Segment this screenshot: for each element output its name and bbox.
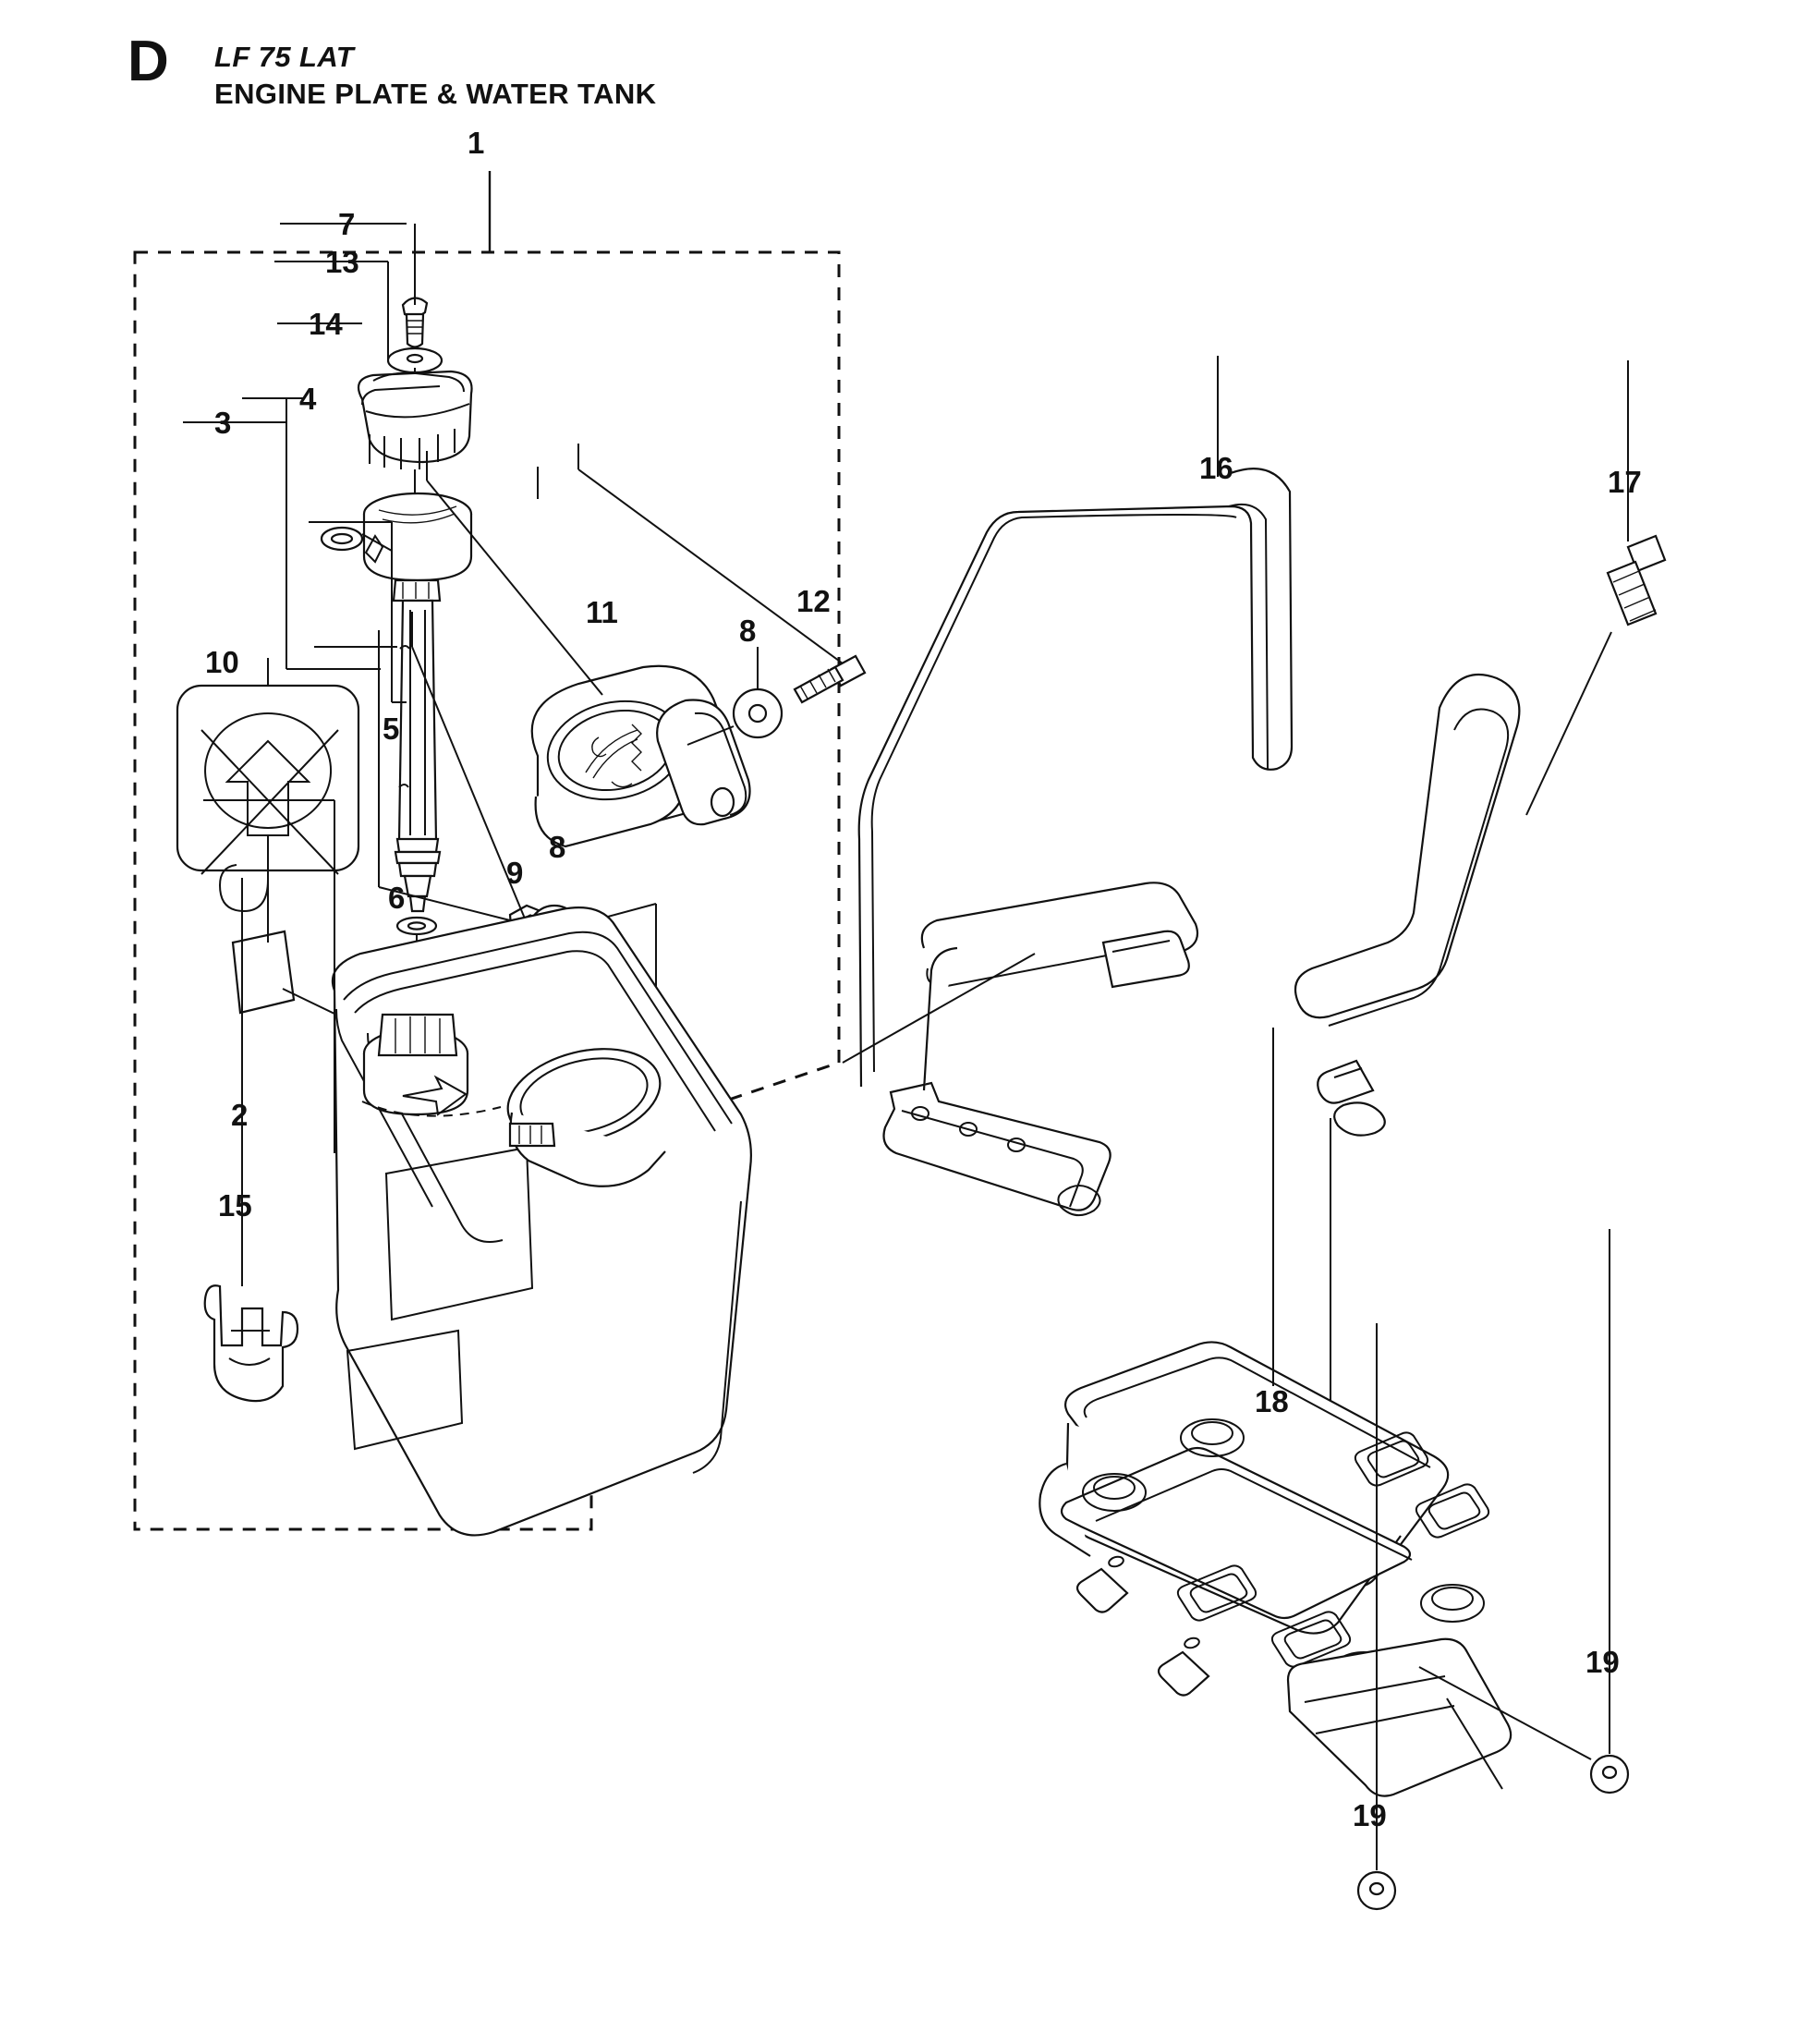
callout-13: 13 xyxy=(325,245,359,279)
washer-19-right-graphic xyxy=(1418,1229,1630,1795)
screw-7-graphic xyxy=(280,223,429,348)
callout-18: 18 xyxy=(1255,1384,1289,1418)
group-boundary-1 xyxy=(133,250,841,1531)
handle-frame-16-graphic xyxy=(842,356,1294,1217)
water-tank-2-graphic xyxy=(203,799,752,1537)
tube-lower-fitting-graphic xyxy=(394,837,442,913)
water-tank-cap-11-graphic xyxy=(426,451,751,848)
screw-12-graphic xyxy=(577,444,867,704)
callout-4: 4 xyxy=(299,382,317,416)
callout-14: 14 xyxy=(309,307,343,341)
tank-cap-knob-14-graphic xyxy=(277,322,473,499)
seal-ring-6-graphic xyxy=(314,646,438,998)
callout-1: 1 xyxy=(468,126,485,160)
callout-11: 11 xyxy=(586,595,618,629)
callout-7: 7 xyxy=(338,207,356,241)
callout-2: 2 xyxy=(231,1098,249,1132)
callout-19-bottom: 19 xyxy=(1353,1798,1387,1832)
callout-19-right: 19 xyxy=(1585,1645,1620,1679)
callout-6: 6 xyxy=(388,881,406,915)
callout-8-upper: 8 xyxy=(739,614,757,648)
callout-17: 17 xyxy=(1608,465,1642,499)
callout-15: 15 xyxy=(218,1188,252,1223)
washer-13-graphic xyxy=(274,261,443,388)
section-letter: D xyxy=(128,30,169,93)
callout-9: 9 xyxy=(506,856,524,890)
callout-10: 10 xyxy=(205,645,239,679)
engine-plate-18-graphic xyxy=(1039,1028,1513,1797)
bolt-17-graphic xyxy=(1525,360,1667,816)
callout-8-lower: 8 xyxy=(549,830,566,864)
washer-8-upper-graphic xyxy=(537,467,784,746)
callout-12: 12 xyxy=(796,584,831,618)
brand-logo-decal-15-graphic xyxy=(203,878,299,1403)
level-gauge-head-graphic xyxy=(362,492,473,602)
callout-5: 5 xyxy=(383,712,400,746)
callout-16: 16 xyxy=(1199,451,1233,485)
callout-3: 3 xyxy=(214,406,232,440)
o-ring-4-graphic xyxy=(242,397,393,552)
page-title: ENGINE PLATE & WATER TANK xyxy=(214,78,657,110)
warning-decal-10-graphic xyxy=(176,658,437,1064)
washer-19-bottom-graphic xyxy=(1356,1323,1397,1911)
model-name: LF 75 LAT xyxy=(214,41,355,73)
